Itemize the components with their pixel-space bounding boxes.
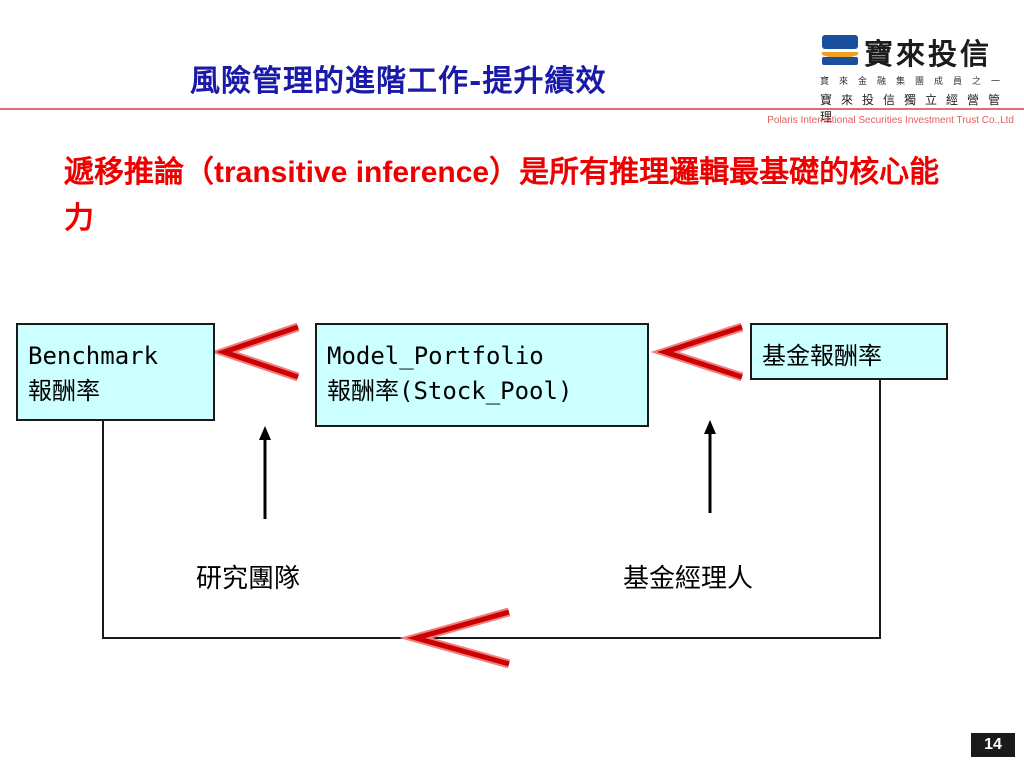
subtitle-english: transitive inference	[214, 156, 490, 189]
company-name: Polaris International Securities Investm…	[767, 115, 1014, 126]
up-arrow-manager	[704, 420, 716, 513]
subtitle-prefix: 遞移推論（	[64, 155, 214, 190]
slide-title: 風險管理的進階工作-提升績效	[190, 64, 607, 99]
company-logo: 寶來投信 寶來金融集團成員之一 寶來投信獨立經營管理	[818, 31, 1018, 124]
less-than-chevron-2	[650, 322, 744, 382]
benchmark-return-label: 報酬率	[28, 377, 100, 405]
less-than-chevron-1	[209, 322, 300, 382]
page-number: 14	[971, 733, 1015, 757]
logo-tagline: 寶來金融集團成員之一	[820, 77, 1011, 87]
less-than-chevron-bottom	[399, 607, 511, 669]
subtitle-suffix: ）是所有推理邏輯最基礎的核心能力	[64, 155, 940, 236]
subtitle: 遞移推論（transitive inference）是所有推理邏輯最基礎的核心能…	[64, 150, 964, 242]
model-portfolio-box: Model_Portfolio 報酬率(Stock_Pool)	[315, 323, 649, 427]
up-arrow-research	[259, 426, 271, 519]
benchmark-return-box: Benchmark 報酬率	[16, 323, 215, 421]
fund-return-label: 基金報酬率	[762, 342, 882, 370]
fund-return-box: 基金報酬率	[750, 323, 948, 380]
research-team-label: 研究團隊	[196, 564, 301, 594]
logo-motto: 寶來投信獨立經營管理	[820, 93, 1010, 124]
model-portfolio-label: Model_Portfolio	[327, 342, 544, 370]
model-portfolio-return-label: 報酬率(Stock_Pool)	[327, 377, 573, 405]
fund-manager-label: 基金經理人	[623, 564, 754, 594]
logo-brand-text: 寶來投信	[864, 37, 993, 71]
polaris-logo-icon	[822, 35, 858, 65]
header-divider	[0, 108, 1024, 110]
benchmark-label: Benchmark	[28, 342, 159, 370]
